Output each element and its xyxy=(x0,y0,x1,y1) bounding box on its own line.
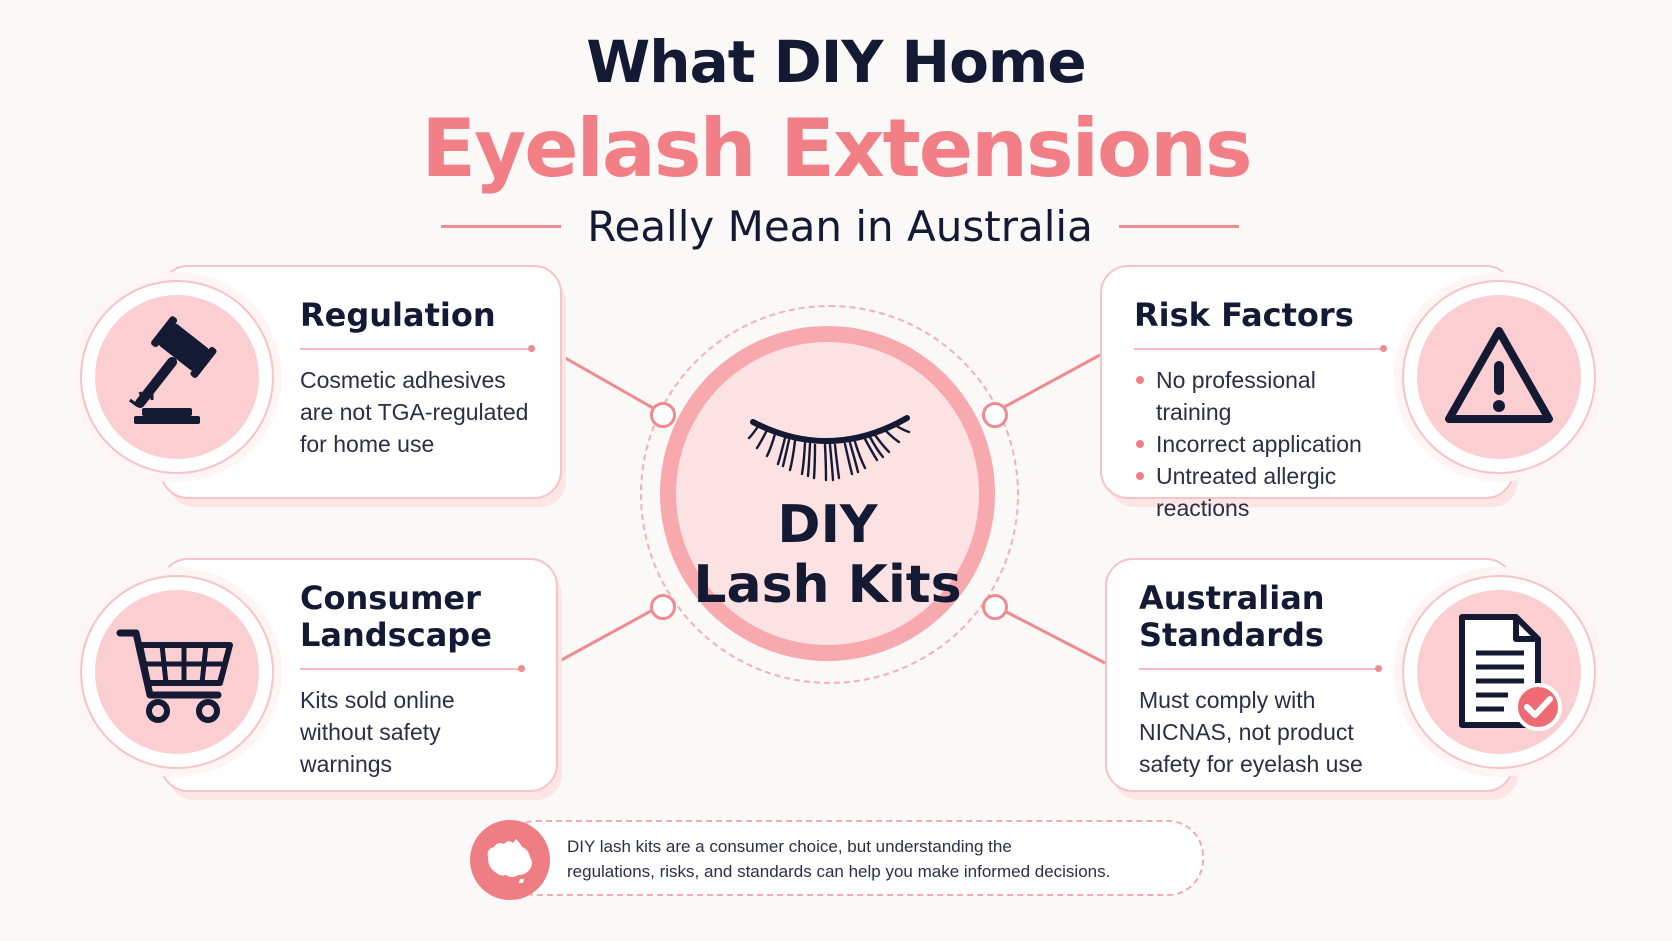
card-standards-line-2: NICNAS, not product xyxy=(1139,719,1354,745)
footer-note-line-1: DIY lash kits are a consumer choice, but… xyxy=(567,837,1012,856)
title-line-1: What DIY Home xyxy=(586,28,1086,96)
title-line-2: Eyelash Extensions xyxy=(421,102,1252,195)
center-disc xyxy=(676,342,979,645)
australia-map-icon xyxy=(487,839,532,883)
card-regulation-title: Regulation xyxy=(300,296,496,334)
connector-regulation xyxy=(559,353,661,414)
document-check-icon xyxy=(1459,614,1562,731)
card-consumer-rule xyxy=(300,665,525,672)
card-risk-title: Risk Factors xyxy=(1134,296,1354,334)
center-label-line-1: DIY xyxy=(777,495,878,555)
subtitle: Really Mean in Australia xyxy=(587,201,1093,251)
card-standards-rule xyxy=(1139,665,1382,672)
subtitle-right-rule xyxy=(1118,224,1239,228)
subtitle-row: Really Mean in Australia xyxy=(440,196,1240,256)
center-label: DIY Lash Kits xyxy=(676,495,979,615)
standards-icon-ring xyxy=(1402,575,1596,769)
connector-risk xyxy=(994,353,1101,414)
connector-consumer xyxy=(555,604,661,665)
footer-note-line-2: regulations, risks, and standards can he… xyxy=(567,862,1111,881)
card-consumer-line-1: Kits sold online xyxy=(300,687,455,713)
card-risk-item-2: Incorrect application xyxy=(1134,428,1384,460)
center-label-line-2: Lash Kits xyxy=(693,555,962,615)
gavel-icon xyxy=(129,316,217,424)
node-regulation xyxy=(650,402,676,428)
card-consumer-title-line-2: Landscape xyxy=(300,616,492,654)
node-standards xyxy=(982,594,1008,620)
card-regulation-line-1: Cosmetic adhesives xyxy=(300,367,506,393)
card-consumer-line-2: without safety xyxy=(300,719,441,745)
node-risk xyxy=(982,402,1008,428)
card-risk-item-1: No professional training xyxy=(1134,364,1384,428)
card-risk-list: No professional training Incorrect appli… xyxy=(1134,364,1384,492)
card-risk-item-3-continued: reactions xyxy=(1156,495,1250,521)
card-consumer-title-line-1: Consumer xyxy=(300,579,481,617)
card-regulation-rule xyxy=(300,345,535,352)
connector-standards xyxy=(994,604,1106,665)
eyelash-icon xyxy=(747,415,911,482)
card-risk-item-3: Untreated allergic xyxy=(1134,460,1384,492)
footer-badge xyxy=(470,820,550,900)
card-standards-title-line-1: Australian xyxy=(1139,579,1325,617)
card-risk-rule xyxy=(1134,345,1387,352)
card-consumer-line-3: warnings xyxy=(300,751,393,777)
node-consumer xyxy=(650,594,676,620)
regulation-icon-ring xyxy=(80,280,274,474)
card-regulation-line-2: are not TGA-regulated xyxy=(300,399,529,425)
card-standards-title-line-2: Standards xyxy=(1139,616,1324,654)
card-standards-line-3: safety for eyelash use xyxy=(1139,751,1363,777)
consumer-icon-ring xyxy=(80,575,274,769)
footer-note: DIY lash kits are a consumer choice, but… xyxy=(500,820,1204,896)
center-dashed-ring xyxy=(640,305,1019,684)
subtitle-left-rule xyxy=(441,224,562,228)
card-standards-line-1: Must comply with xyxy=(1139,687,1316,713)
card-regulation-line-3: for home use xyxy=(300,431,435,457)
shopping-cart-icon xyxy=(116,629,233,723)
warning-icon xyxy=(1445,327,1553,423)
risk-icon-ring xyxy=(1402,280,1596,474)
